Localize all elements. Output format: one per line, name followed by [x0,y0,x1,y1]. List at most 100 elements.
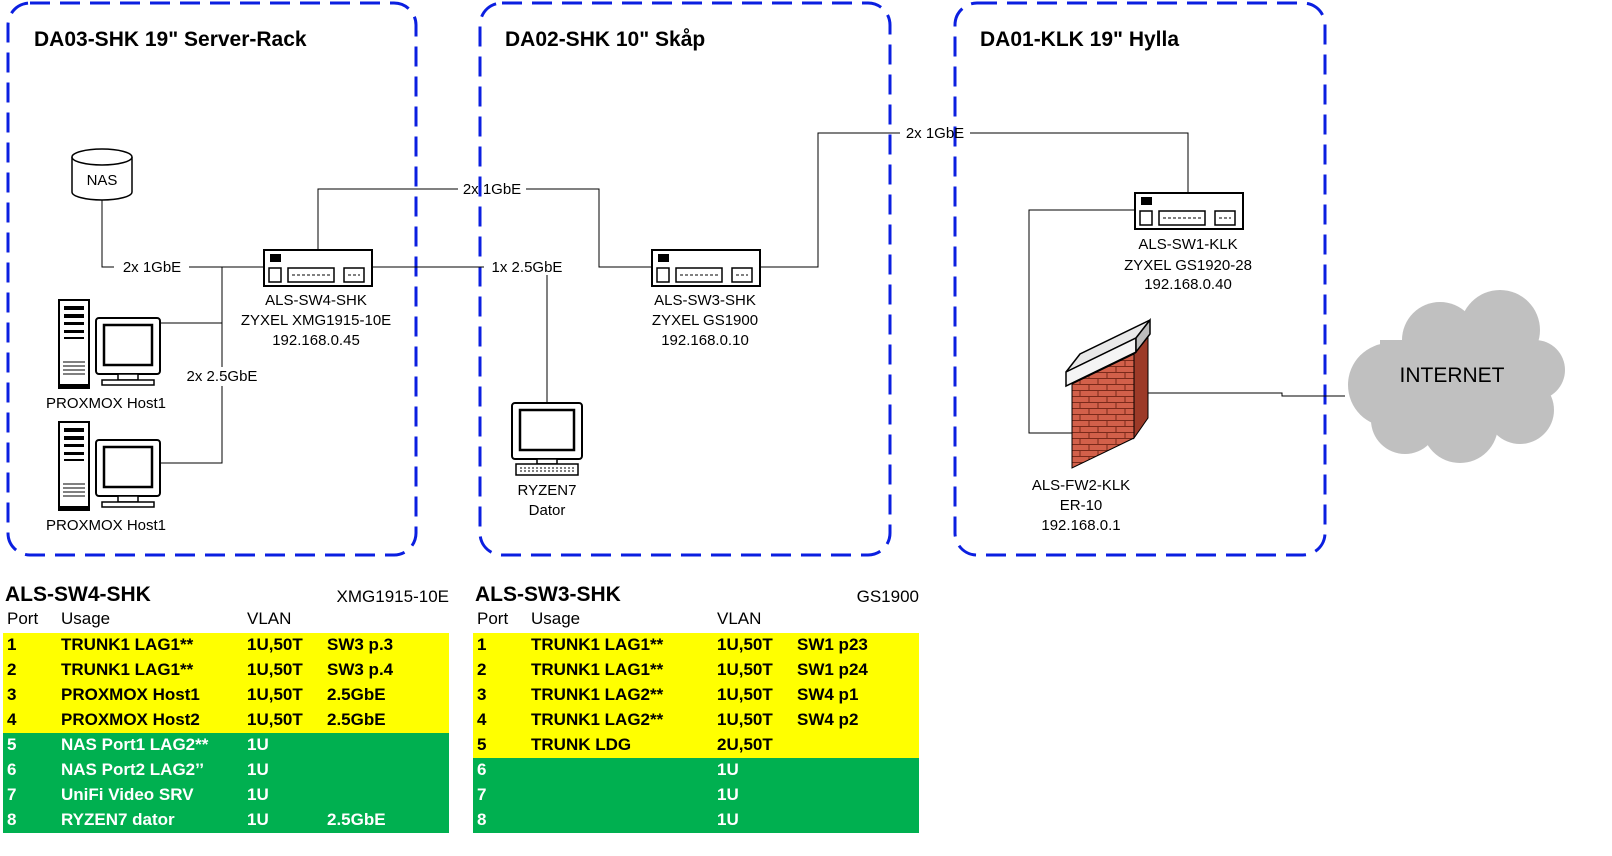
cell-usage: UniFi Video SRV [61,785,194,804]
table-row: 7 1U [473,783,919,808]
cell-port: 7 [477,785,487,804]
fw2-model: ER-10 [1060,497,1103,514]
table-title: ALS-SW3-SHK [475,583,621,606]
cell-note: SW4 p2 [797,710,859,729]
cell-vlan: 1U [247,785,269,804]
connection-lines [101,132,1345,464]
sw3-model: ZYXEL GS1900 [652,312,758,329]
cell-port: 7 [7,785,17,804]
table-row: 1 TRUNK1 LAG1** 1U,50T SW3 p.3 [3,633,449,658]
cell-vlan: 1U [247,735,269,754]
table-row: 6 1U [473,758,919,783]
link-label-sw4-hosts: 2x 2.5GbE [187,368,258,385]
cell-vlan: 1U [717,785,739,804]
table-row: 2 TRUNK1 LAG1** 1U,50T SW1 p24 [473,658,919,683]
cell-note: SW3 p.4 [327,660,394,679]
link-label-sw3-sw1: 2x 1GbE [906,125,964,142]
table-row: 8 1U [473,808,919,833]
switch-sw3-icon [651,249,761,287]
zone-shelf [953,1,1327,557]
sw1-model: ZYXEL GS1920-28 [1124,257,1252,274]
cell-port: 4 [7,710,17,729]
table-title: ALS-SW4-SHK [5,583,151,606]
cell-note: SW1 p23 [797,635,868,654]
workstation-icon [511,402,583,476]
cell-port: 4 [477,710,487,729]
server-host-2-icon [58,421,162,511]
cell-port: 2 [7,660,17,679]
table-row: 1 TRUNK1 LAG1** 1U,50T SW1 p23 [473,633,919,658]
col-usage: Usage [61,609,111,628]
table-row: 2 TRUNK1 LAG1** 1U,50T SW3 p.4 [3,658,449,683]
link-label-sw4-ryzen: 1x 2.5GbE [492,259,563,276]
cell-port: 1 [7,635,17,654]
table-row: 6 NAS Port2 LAG2’’ 1U [3,758,449,783]
cell-vlan: 1U,50T [247,635,303,654]
cell-usage: RYZEN7 dator [61,810,175,829]
cell-usage: TRUNK1 LAG1** [531,635,664,654]
cell-usage: TRUNK1 LAG2** [531,710,664,729]
cell-note: SW1 p24 [797,660,868,679]
sw4-model: ZYXEL XMG1915-10E [241,312,391,329]
switch-sw4-icon [263,249,373,287]
column-headers: Port Usage VLAN [3,609,449,633]
cell-port: 3 [7,685,17,704]
col-usage: Usage [531,609,581,628]
link-label-sw4-sw3: 2x 1GbE [463,181,521,198]
cell-port: 5 [477,735,487,754]
cell-note: 2.5GbE [327,685,386,704]
internet-label: INTERNET [1400,364,1505,387]
zone-title-shelf: DA01-KLK 19" Hylla [980,28,1179,51]
column-headers: Port Usage VLAN [473,609,919,633]
firewall-icon [1065,317,1151,469]
cell-vlan: 1U,50T [717,635,773,654]
cell-vlan: 1U [717,760,739,779]
host-1-label: PROXMOX Host1 [46,395,166,412]
ryzen-label-line2: Dator [529,502,566,519]
zone-title-server-rack: DA03-SHK 19" Server-Rack [34,28,307,51]
table-model: GS1900 [856,587,919,606]
ryzen-label-line1: RYZEN7 [518,482,577,499]
table-row: 7 UniFi Video SRV 1U [3,783,449,808]
cell-vlan: 1U [247,760,269,779]
cell-usage: TRUNK1 LAG2** [531,685,664,704]
sw4-name: ALS-SW4-SHK [265,292,367,309]
cell-usage: TRUNK1 LAG1** [61,635,194,654]
zone-title-cabinet: DA02-SHK 10" Skåp [505,28,705,51]
zone-cabinet [478,1,892,557]
table-row: 5 TRUNK LDG 2U,50T [473,733,919,758]
cell-usage: TRUNK1 LAG1** [531,660,664,679]
port-table-sw4: ALS-SW4-SHK XMG1915-10E Port Usage VLAN … [3,583,449,833]
cell-note: 2.5GbE [327,810,386,829]
internet-cloud-icon [1348,290,1565,463]
cell-vlan: 1U,50T [717,685,773,704]
cell-note: SW3 p.3 [327,635,394,654]
sw1-ip: 192.168.0.40 [1144,276,1232,293]
col-vlan: VLAN [717,609,762,628]
fw2-ip: 192.168.0.1 [1041,517,1120,534]
cell-vlan: 2U,50T [717,735,773,754]
cell-usage: TRUNK LDG [531,735,632,754]
col-port: Port [477,609,509,628]
cell-port: 8 [477,810,487,829]
nas-label: NAS [87,172,118,189]
sw3-ip: 192.168.0.10 [661,332,749,349]
network-diagram: DA03-SHK 19" Server-Rack DA02-SHK 10" Sk… [6,1,1565,557]
cell-vlan: 1U,50T [717,710,773,729]
switch-sw1-icon [1134,192,1244,230]
host-2-label: PROXMOX Host1 [46,517,166,534]
cell-note: SW4 p1 [797,685,859,704]
nas-icon [71,148,133,201]
cell-vlan: 1U,50T [247,710,303,729]
cell-port: 8 [7,810,17,829]
cell-port: 5 [7,735,17,754]
cell-usage: PROXMOX Host2 [61,710,200,729]
sw4-ip: 192.168.0.45 [272,332,360,349]
zone-server-rack [6,1,418,557]
cell-usage: PROXMOX Host1 [61,685,200,704]
cell-port: 6 [7,760,17,779]
cell-vlan: 1U [717,810,739,829]
table-header-sw4: ALS-SW4-SHK XMG1915-10E [3,583,449,609]
table-row: 3 TRUNK1 LAG2** 1U,50T SW4 p1 [473,683,919,708]
cell-vlan: 1U,50T [247,660,303,679]
